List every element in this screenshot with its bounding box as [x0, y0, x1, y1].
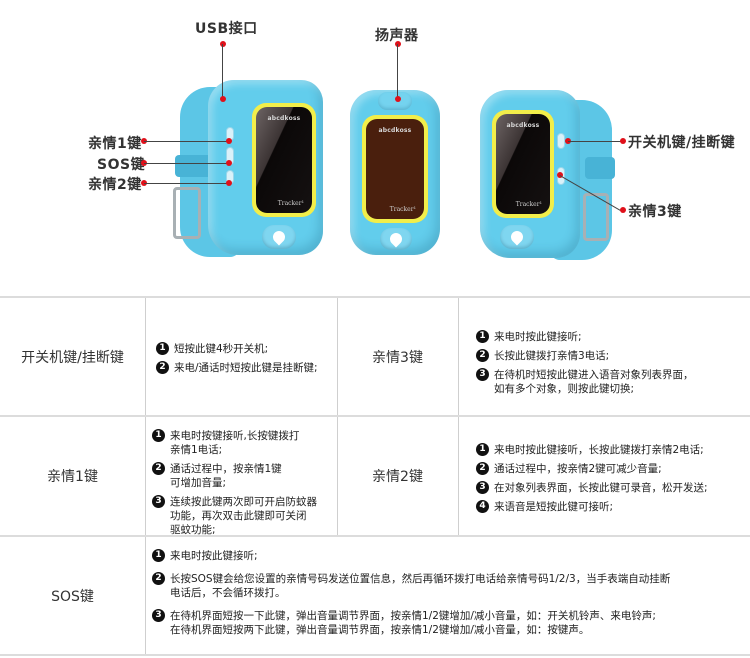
key-name-cell: 开关机键/挂断键 — [0, 298, 145, 415]
watch-screen: abcdkoss Tracker¹ — [256, 107, 312, 213]
model-label: Tracker¹ — [389, 206, 416, 213]
model-label: Tracker¹ — [277, 200, 304, 207]
callout-usb-label: USB接口 — [195, 21, 258, 37]
brand-logo: abcdkoss — [378, 127, 412, 134]
key-name-power: 开关机键/挂断键 — [21, 349, 124, 366]
callout-sos-label: SOS键 — [97, 157, 146, 173]
number-4-icon: 4 — [476, 500, 489, 513]
model-label: Tracker¹ — [515, 201, 542, 208]
callout-family1-label: 亲情1键 — [88, 136, 142, 152]
number-1-icon: 1 — [152, 429, 165, 442]
number-1-icon: 1 — [152, 549, 165, 562]
callout-speaker-label: 扬声器 — [375, 28, 419, 44]
key-name-family3: 亲情3键 — [372, 349, 423, 366]
key-name-sos: SOS键 — [51, 588, 94, 605]
watch-left-view: abcdkoss Tracker¹ — [170, 75, 330, 265]
number-1-icon: 1 — [156, 342, 169, 355]
number-3-icon: 3 — [476, 368, 489, 381]
callout-family3-label: 亲情3键 — [628, 204, 682, 220]
number-2-icon: 2 — [156, 361, 169, 374]
number-3-icon: 3 — [152, 609, 165, 622]
watch-screen: abcdkoss Tracker¹ — [496, 114, 550, 214]
number-1-icon: 1 — [476, 330, 489, 343]
number-3-icon: 3 — [152, 495, 165, 508]
callout-family2-label: 亲情2键 — [88, 177, 142, 193]
key-name-cell: 亲情1键 — [0, 417, 145, 535]
key-name-family1: 亲情1键 — [47, 469, 98, 485]
key-name-family2: 亲情2键 — [372, 469, 423, 485]
watch-screen: abcdkoss Tracker¹ — [366, 119, 424, 219]
watch-right-view: abcdkoss Tracker¹ — [475, 85, 625, 265]
brand-logo: abcdkoss — [506, 122, 540, 129]
number-2-icon: 2 — [152, 462, 165, 475]
key-name-cell: 亲情2键 — [337, 417, 458, 535]
number-2-icon: 2 — [476, 462, 489, 475]
number-3-icon: 3 — [476, 481, 489, 494]
brand-logo: abcdkoss — [267, 115, 301, 122]
number-2-icon: 2 — [476, 349, 489, 362]
key-name-cell: SOS键 — [0, 537, 145, 654]
callout-power-label: 开关机键/挂断键 — [628, 135, 736, 151]
watch-front-view: abcdkoss Tracker¹ — [345, 85, 445, 260]
location-button — [380, 228, 412, 250]
product-diagram: abcdkoss Tracker¹ abcdkoss Tracker¹ abcd… — [0, 0, 750, 290]
location-button — [500, 225, 534, 249]
location-button — [262, 225, 296, 249]
number-1-icon: 1 — [476, 443, 489, 456]
number-2-icon: 2 — [152, 572, 165, 585]
key-name-cell: 亲情3键 — [337, 298, 458, 415]
